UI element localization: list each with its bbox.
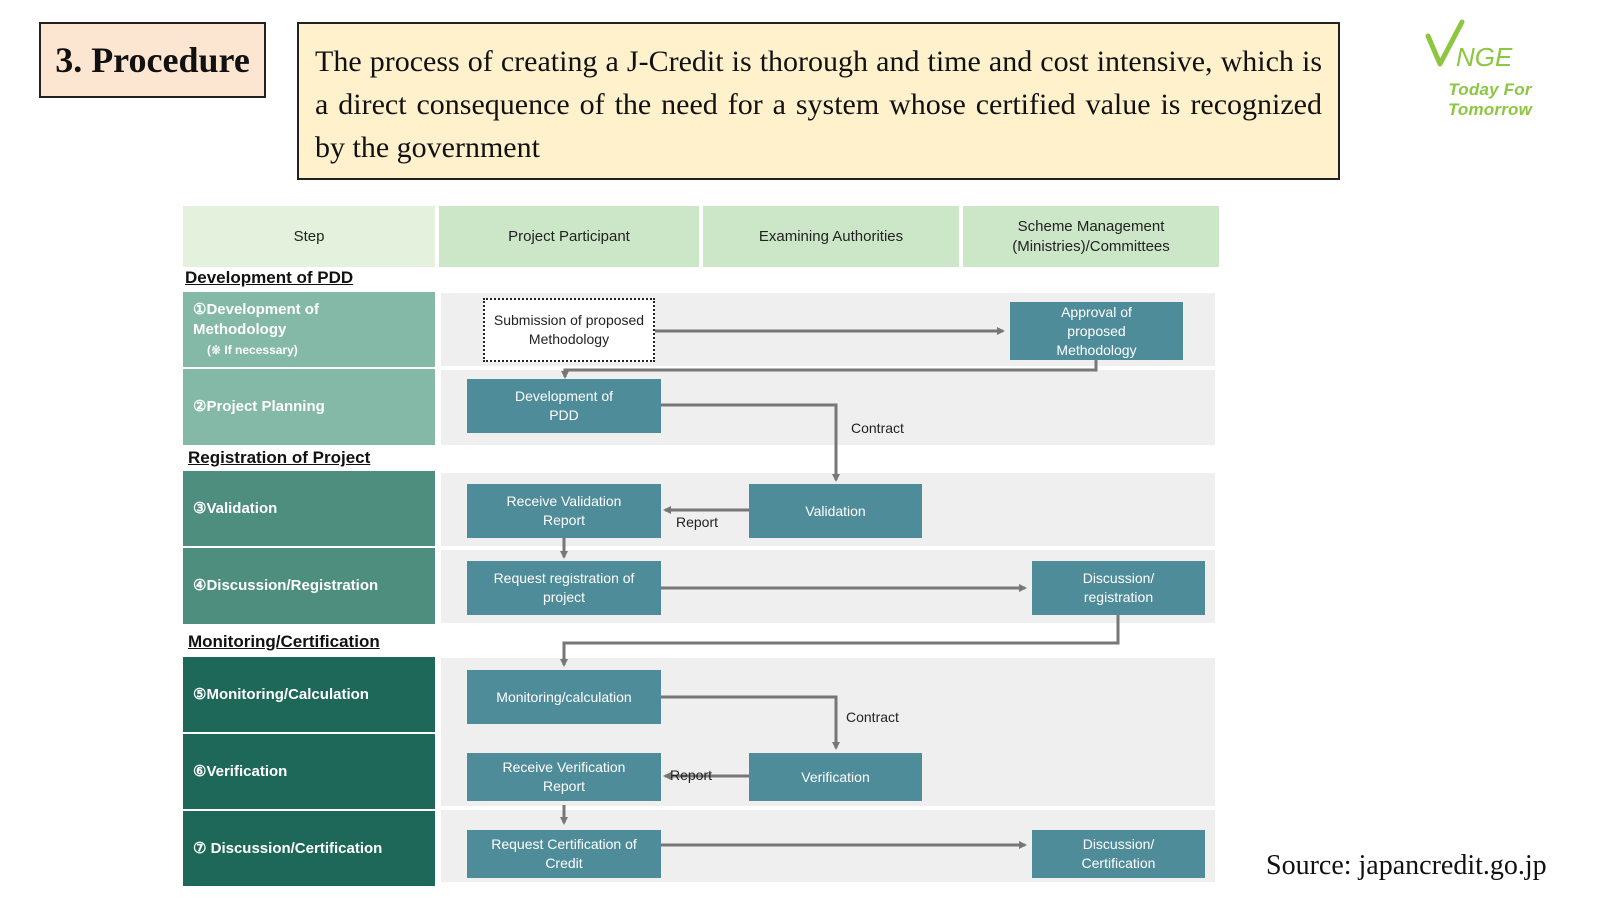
edge-label-report-2: Report (670, 767, 713, 783)
box-discussion-certification: Discussion/ Certification (1032, 830, 1205, 878)
step-5-monitoring-calculation: ⑤Monitoring/Calculation (183, 657, 435, 732)
logo-tagline: Today For Tomorrow (1447, 80, 1533, 119)
box-development-of-pdd: Development of PDD (467, 379, 661, 433)
edge-label-contract-1: Contract (851, 420, 904, 436)
section-registration-of-project: Registration of Project (188, 448, 371, 467)
step-1-development-of-methodology: ①Development of Methodology (※ If necess… (183, 292, 435, 367)
arrow-pdd-to-validation (661, 403, 840, 482)
section-monitoring-certification: Monitoring/Certification (188, 632, 380, 651)
box-receive-verification-report: Receive Verification Report (467, 753, 661, 801)
header-step: Step (183, 206, 435, 267)
step-1-note: (※ If necessary) (207, 342, 298, 357)
step-6-verification: ⑥Verification (183, 734, 435, 809)
box-request-registration: Request registration of project (467, 561, 661, 615)
header-project-participant: Project Participant (439, 206, 699, 267)
edge-label-contract-2: Contract (846, 709, 899, 725)
box-receive-validation-report: Receive Validation Report (467, 484, 661, 538)
slide-title: 3. Procedure (39, 22, 266, 98)
intro-text: The process of creating a J-Credit is th… (297, 22, 1340, 180)
header-scheme-management: Scheme Management (Ministries)/Committee… (963, 206, 1219, 267)
source-citation: Source: japancredit.go.jp (1266, 850, 1547, 881)
vnge-logo: NGE (1425, 19, 1513, 72)
step-7-discussion-certification: ⑦ Discussion/Certification (183, 811, 435, 886)
arrow-registration-to-monitoring (560, 615, 1120, 667)
step-4-discussion-registration: ④Discussion/Registration (183, 548, 435, 624)
section-development-of-pdd: Development of PDD (185, 268, 354, 287)
step-2-project-planning: ②Project Planning (183, 369, 435, 445)
step-3-validation: ③Validation (183, 471, 435, 546)
edge-label-report-1: Report (676, 514, 719, 530)
step-1-label: ①Development of Methodology (193, 300, 319, 338)
box-verification: Verification (749, 753, 922, 801)
box-validation: Validation (749, 484, 922, 538)
box-discussion-registration: Discussion/ registration (1032, 561, 1205, 615)
box-request-certification: Request Certification of Credit (467, 830, 661, 878)
header-examining-authorities: Examining Authorities (703, 206, 959, 267)
svg-text:NGE: NGE (1456, 42, 1513, 72)
arrow-monitoring-to-verification (661, 695, 840, 750)
arrow-approval-to-pdd (561, 360, 1098, 379)
box-submission-of-methodology: Submission of proposed Methodology (483, 298, 655, 362)
box-monitoring-calculation: Monitoring/calculation (467, 670, 661, 724)
box-approval-of-methodology: Approval of proposed Methodology (1010, 302, 1183, 360)
